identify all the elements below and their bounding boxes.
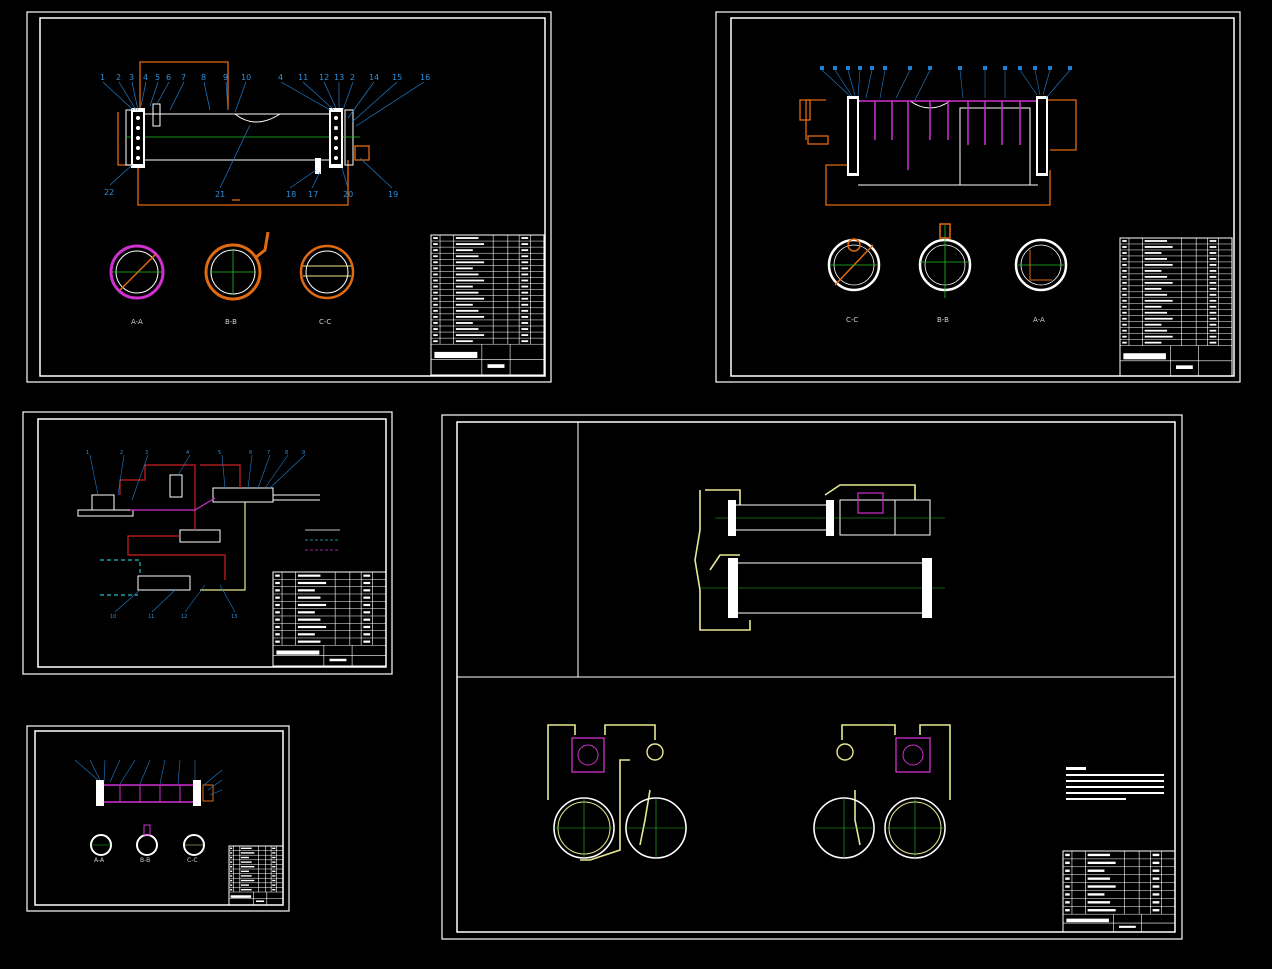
balloon: 3 bbox=[129, 73, 134, 82]
balloon: 20 bbox=[343, 190, 353, 199]
component-label: 5 bbox=[218, 450, 221, 456]
balloon: 18 bbox=[286, 190, 296, 199]
balloon: 4 bbox=[278, 73, 283, 82]
balloon: 13 bbox=[334, 73, 344, 82]
sheet-4-title-block bbox=[228, 845, 284, 906]
balloon: 2 bbox=[350, 73, 355, 82]
component-label: 8 bbox=[285, 450, 288, 456]
sheet-2-heat-exchanger-assembly: C-C B-B A-A bbox=[715, 11, 1241, 383]
balloon: 2 bbox=[116, 73, 121, 82]
component-label: 6 bbox=[249, 450, 252, 456]
balloon: 22 bbox=[104, 188, 114, 197]
sheet-1-section-views bbox=[109, 231, 355, 301]
sheet-3-system-schematic: 1 2 3 4 5 6 7 8 9 10 11 12 13 bbox=[22, 411, 393, 675]
section-label: A-A bbox=[131, 318, 143, 326]
component-label: 3 bbox=[145, 450, 148, 456]
balloon: 4 bbox=[143, 73, 148, 82]
balloon: 6 bbox=[166, 73, 171, 82]
section-label: C-C bbox=[846, 316, 858, 324]
component-label: 11 bbox=[148, 614, 154, 620]
sheet-1-title-block bbox=[430, 234, 545, 376]
component-label: 7 bbox=[267, 450, 270, 456]
section-label: C-C bbox=[319, 318, 331, 326]
balloon: 12 bbox=[319, 73, 329, 82]
balloon: 16 bbox=[420, 73, 430, 82]
balloon: 7 bbox=[181, 73, 186, 82]
section-label: B-B bbox=[937, 316, 949, 324]
component-label: 13 bbox=[231, 614, 237, 620]
component-label: 4 bbox=[186, 450, 189, 456]
sheet-4-heat-exchanger-small: A-A B-B C-C bbox=[26, 725, 290, 912]
sheet-2-title-block bbox=[1119, 237, 1233, 377]
balloon: 9 bbox=[223, 73, 228, 82]
sheet-3-title-block bbox=[272, 571, 387, 667]
component-label: 2 bbox=[120, 450, 123, 456]
component-label: 12 bbox=[181, 614, 187, 620]
balloon: 14 bbox=[369, 73, 379, 82]
section-label: A-A bbox=[1033, 316, 1045, 324]
balloon: 1 bbox=[100, 73, 105, 82]
section-label: B-B bbox=[225, 318, 237, 326]
component-label: 9 bbox=[302, 450, 305, 456]
balloon: 5 bbox=[155, 73, 160, 82]
component-label: 10 bbox=[110, 614, 116, 620]
sheet-5-unit-general-arrangement bbox=[441, 414, 1183, 940]
balloon: 10 bbox=[241, 73, 251, 82]
section-label: B-B bbox=[140, 857, 150, 864]
balloon: 19 bbox=[388, 190, 398, 199]
sheet-2-section-views bbox=[827, 223, 1068, 298]
section-label: A-A bbox=[94, 857, 105, 864]
component-label: 1 bbox=[86, 450, 89, 456]
sheet-1-heat-exchanger-assembly: 1 2 3 4 5 6 7 8 9 10 4 11 12 13 2 14 15 … bbox=[26, 11, 552, 383]
balloon: 11 bbox=[298, 73, 308, 82]
balloon: 15 bbox=[392, 73, 402, 82]
balloon: 17 bbox=[308, 190, 318, 199]
sheet-1-balloons: 1 2 3 4 5 6 7 8 9 10 4 11 12 13 2 14 15 … bbox=[100, 73, 430, 199]
section-label: C-C bbox=[187, 857, 198, 864]
balloon: 21 bbox=[215, 190, 225, 199]
sheet-5-title-block bbox=[1062, 850, 1176, 933]
balloon: 8 bbox=[201, 73, 206, 82]
